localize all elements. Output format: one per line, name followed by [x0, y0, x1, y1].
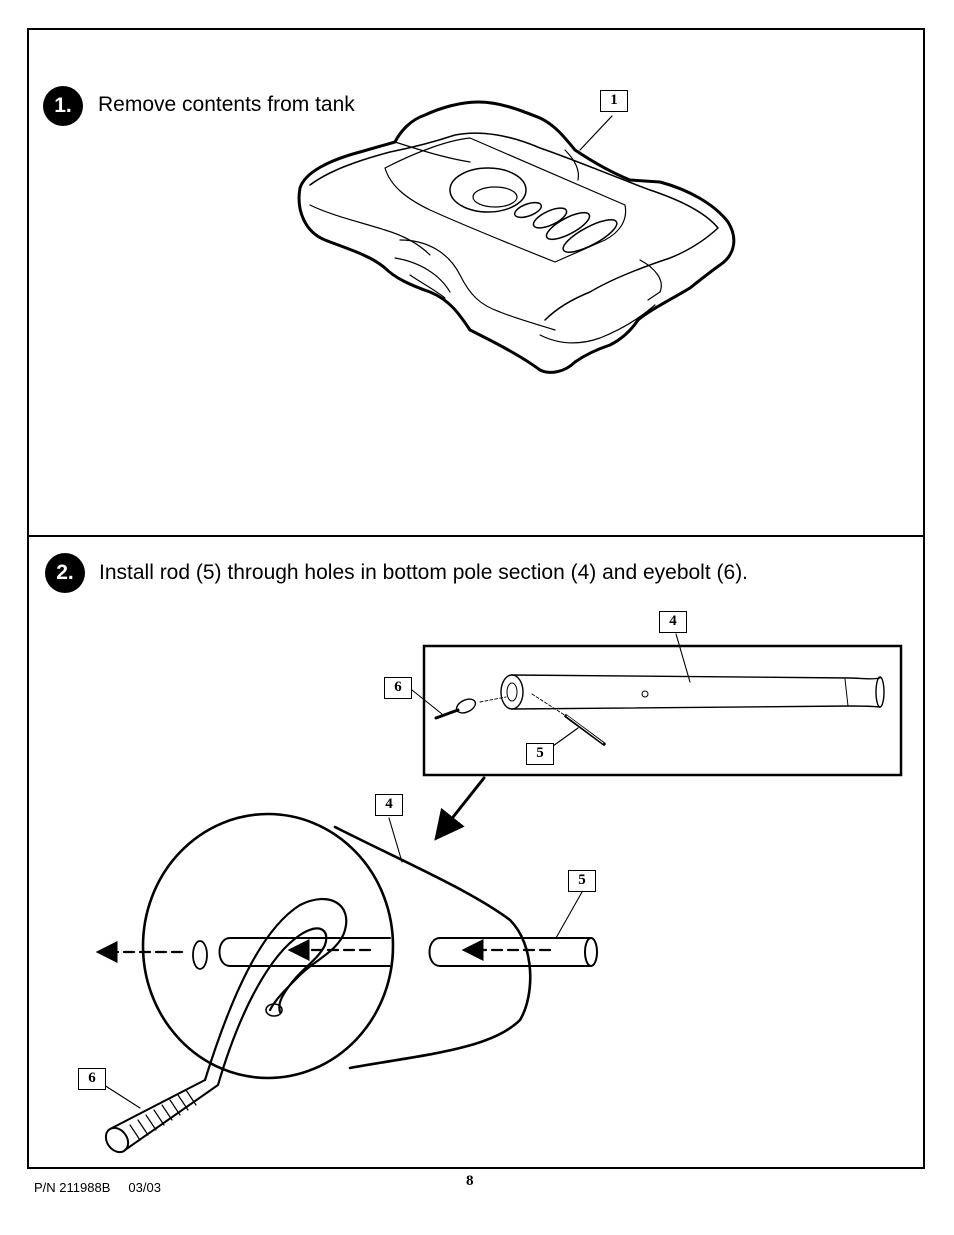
step-2-text: Install rod (5) through holes in bottom … [99, 561, 749, 584]
callout-main-pole: 4 [375, 794, 403, 816]
callout-detail-rod: 5 [526, 743, 554, 765]
part-number: P/N 211988B 03/03 [34, 1180, 161, 1195]
page-frame [27, 28, 925, 1169]
callout-tank: 1 [600, 90, 628, 112]
page-number: 8 [466, 1173, 474, 1189]
callout-main-eyebolt: 6 [78, 1068, 106, 1090]
callout-detail-eyebolt: 6 [384, 677, 412, 699]
step-1-text: Remove contents from tank [98, 93, 355, 116]
step-1-badge: 1. [43, 86, 83, 126]
callout-main-rod: 5 [568, 870, 596, 892]
step-2-badge: 2. [45, 553, 85, 593]
section-divider [27, 535, 925, 537]
callout-detail-pole: 4 [659, 611, 687, 633]
